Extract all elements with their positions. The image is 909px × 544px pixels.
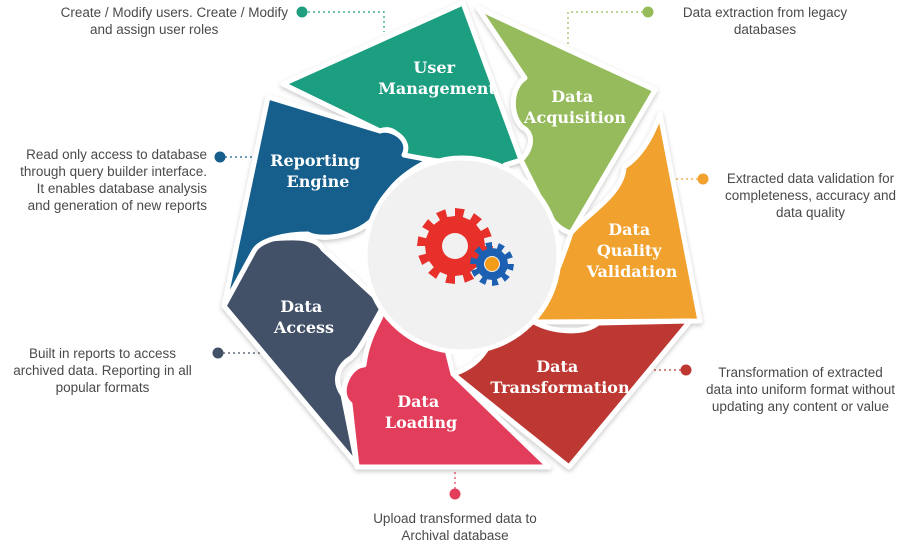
segment-title-data-quality-validation: Data Quality Validation (586, 220, 678, 281)
leader-user-management (308, 11, 385, 32)
small-gear-center-icon (485, 257, 499, 271)
dot-user-management (296, 6, 308, 18)
segment-title-data-access: Data Access (273, 297, 334, 337)
note-data-loading: Upload transformed data to Archival data… (373, 511, 537, 543)
gears-icon (417, 208, 514, 286)
segment-title-user-management: User Management (378, 58, 496, 98)
segment-data-access (221, 235, 387, 468)
dot-data-quality (697, 173, 709, 185)
dot-data-access (212, 347, 224, 359)
note-user-management: Create / Modify users. Create / Modify a… (60, 5, 288, 37)
note-data-access: Built in reports to access archived data… (13, 346, 192, 395)
segment-data-acquisition (475, 5, 658, 236)
dot-data-transformation (680, 364, 692, 376)
note-data-quality-validation: Extracted data validation for completene… (724, 171, 897, 220)
segment-title-data-transformation: Data Transformation (490, 357, 630, 397)
note-data-acquisition: Data extraction from legacy databases (682, 5, 848, 37)
large-gear-icon-hole (442, 233, 468, 259)
segment-title-data-acquisition: Data Acquisition (523, 87, 626, 127)
leader-data-acquisition (567, 11, 648, 46)
dot-data-acquisition (642, 6, 654, 18)
dot-data-loading (449, 488, 461, 500)
dot-reporting-engine (214, 151, 226, 163)
note-data-transformation: Transformation of extracted data into un… (705, 365, 896, 414)
segment-title-reporting-engine: Reporting Engine (270, 151, 366, 191)
segment-title-data-loading: Data Loading (385, 392, 457, 432)
note-reporting-engine: Read only access to database through que… (20, 147, 207, 213)
